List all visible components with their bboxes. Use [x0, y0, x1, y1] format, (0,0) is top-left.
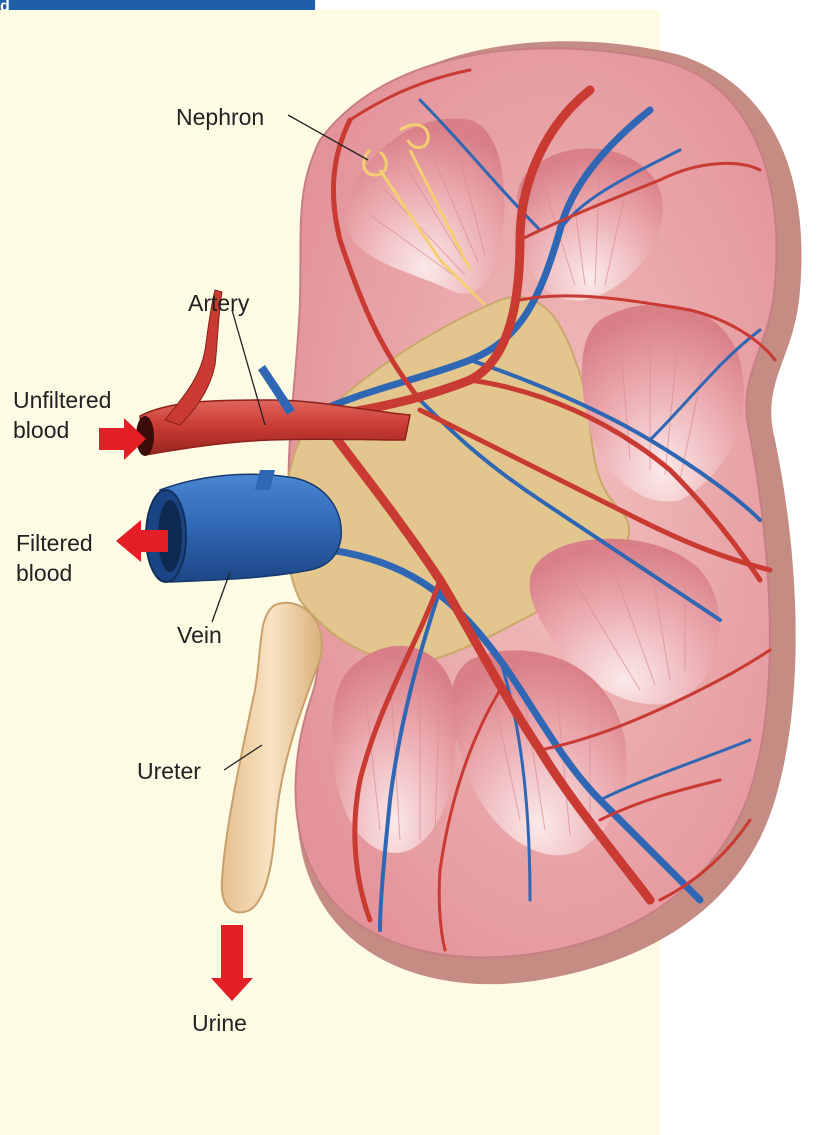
urine-arrow — [211, 925, 253, 1001]
ureter-label: Ureter — [137, 756, 201, 786]
unfiltered-blood-label: Unfiltered blood — [13, 385, 111, 445]
urine-label: Urine — [192, 1008, 247, 1038]
artery-label: Artery — [188, 288, 249, 318]
renal-vein — [160, 474, 341, 582]
filtered-blood-label: Filtered blood — [16, 528, 93, 588]
vein-label: Vein — [177, 620, 222, 650]
nephron-label: Nephron — [176, 102, 264, 132]
